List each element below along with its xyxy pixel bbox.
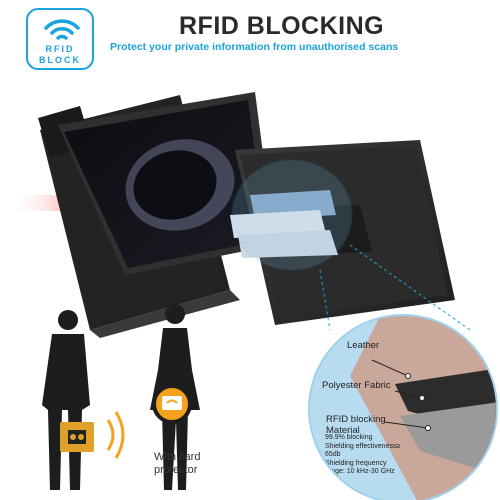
card-2	[230, 210, 326, 238]
people-illustration	[42, 304, 200, 490]
rfid-wave-2	[114, 411, 125, 459]
wallet-case-illustration	[10, 92, 471, 338]
zoom-highlight-circle	[231, 159, 353, 271]
rfid-wave-1	[106, 419, 115, 451]
man-silhouette	[42, 310, 90, 490]
material-layers-circle: Leather Polyester Fabric RFID blocking M…	[308, 314, 498, 500]
rfid-layer	[400, 402, 496, 475]
leader-line-1	[319, 269, 331, 331]
badge-line-1: RFID	[45, 44, 75, 54]
card-3	[238, 230, 338, 258]
rfid-block-badge: RFID BLOCK	[26, 8, 94, 70]
polyester-label: Polyester Fabric	[322, 380, 391, 391]
leather-label: Leather	[347, 340, 380, 351]
wifi-signal-icon	[44, 19, 80, 40]
page-title: RFID BLOCKING	[179, 12, 385, 40]
leader-line-2	[349, 244, 471, 331]
card-protector-label: With card protector	[154, 451, 201, 476]
material-layers-graphic	[350, 316, 496, 500]
rfid-material-label: RFID blocking Material	[326, 414, 386, 436]
badge-line-2: BLOCK	[39, 55, 81, 65]
page-subtitle: Protect your private information from un…	[110, 41, 399, 53]
rfid-specs: 99.9% blocking Shielding effectiveness≥ …	[325, 434, 401, 475]
